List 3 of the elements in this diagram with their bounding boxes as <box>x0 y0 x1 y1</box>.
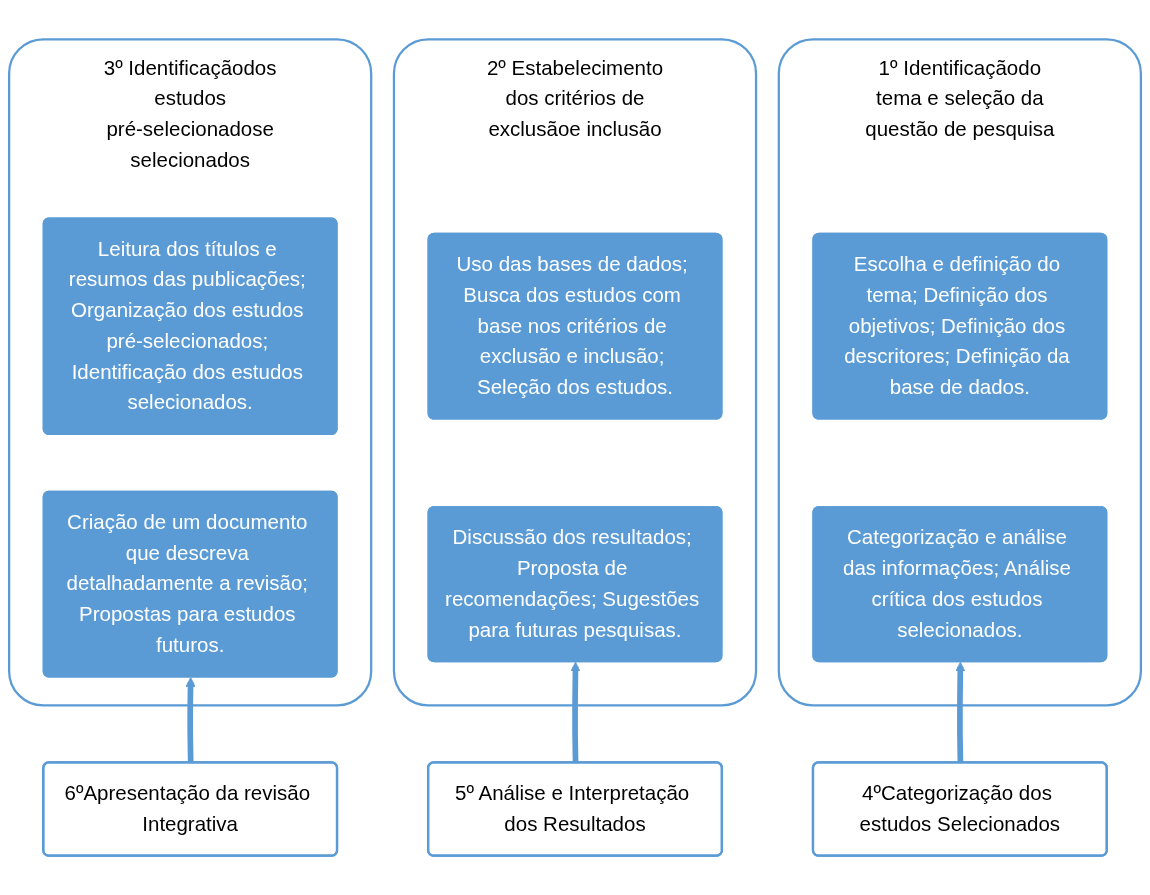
arrow <box>185 677 196 763</box>
arrow <box>955 661 966 763</box>
arrow <box>570 661 581 763</box>
